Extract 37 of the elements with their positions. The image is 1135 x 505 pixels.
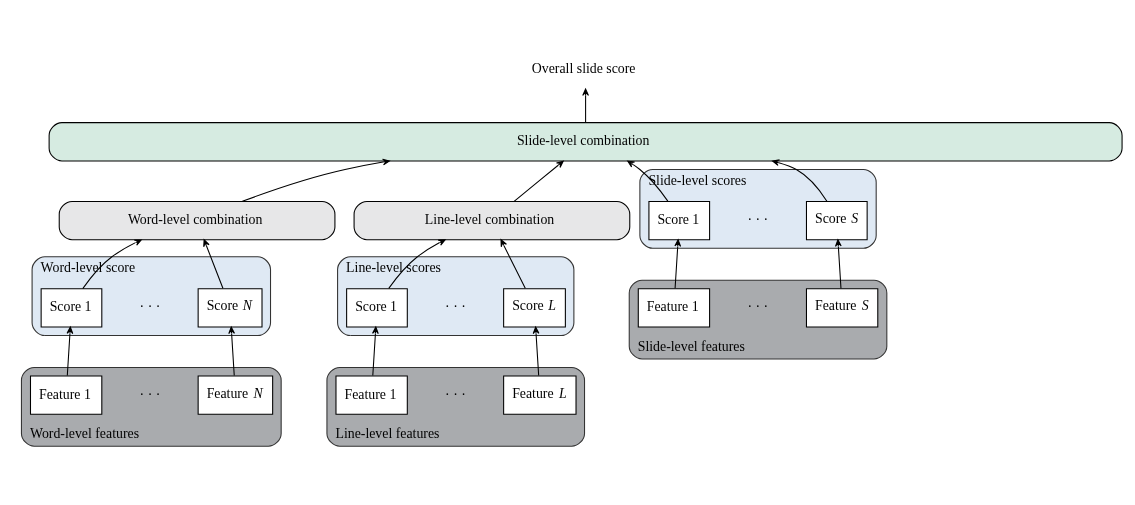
- node-box: Score 1: [40, 288, 103, 328]
- node-box: Score 1: [648, 200, 711, 241]
- arrow: [532, 326, 540, 377]
- node-box: Feature N: [197, 375, 274, 415]
- arrow: [834, 239, 842, 289]
- node-box: Score S: [805, 200, 868, 241]
- label: · · ·: [445, 386, 466, 402]
- arrow: [772, 159, 828, 202]
- node-box: Score L: [503, 288, 566, 328]
- node-box: Feature 1: [29, 375, 103, 415]
- arrow: [500, 239, 526, 289]
- arrow: [388, 239, 446, 289]
- node-box: Feature 1: [335, 375, 408, 415]
- label: · · ·: [445, 299, 466, 315]
- node-box: Line-level combination: [353, 200, 631, 241]
- arrow: [241, 158, 390, 202]
- label: · · ·: [747, 299, 769, 315]
- label: · · ·: [747, 212, 769, 228]
- arrow: [674, 239, 682, 289]
- arrow: [582, 88, 589, 123]
- label: · · ·: [139, 386, 161, 402]
- node-box: Feature 1: [637, 288, 711, 328]
- node-box: Feature L: [503, 375, 577, 415]
- node-box: Feature S: [805, 288, 879, 328]
- node-box: Word-level combination: [58, 200, 336, 241]
- arrow: [372, 326, 379, 377]
- arrow: [228, 326, 235, 377]
- node-box: Score 1: [346, 288, 408, 328]
- arrow: [627, 160, 669, 202]
- label: · · ·: [139, 299, 161, 315]
- arrow: [66, 326, 74, 377]
- arrow: [513, 160, 564, 202]
- node-box: Score N: [197, 288, 263, 328]
- node-text: Overall slide score: [531, 61, 636, 77]
- node-box: Slide-level combination: [48, 122, 1123, 162]
- arrow: [82, 239, 142, 290]
- arrow: [203, 239, 224, 289]
